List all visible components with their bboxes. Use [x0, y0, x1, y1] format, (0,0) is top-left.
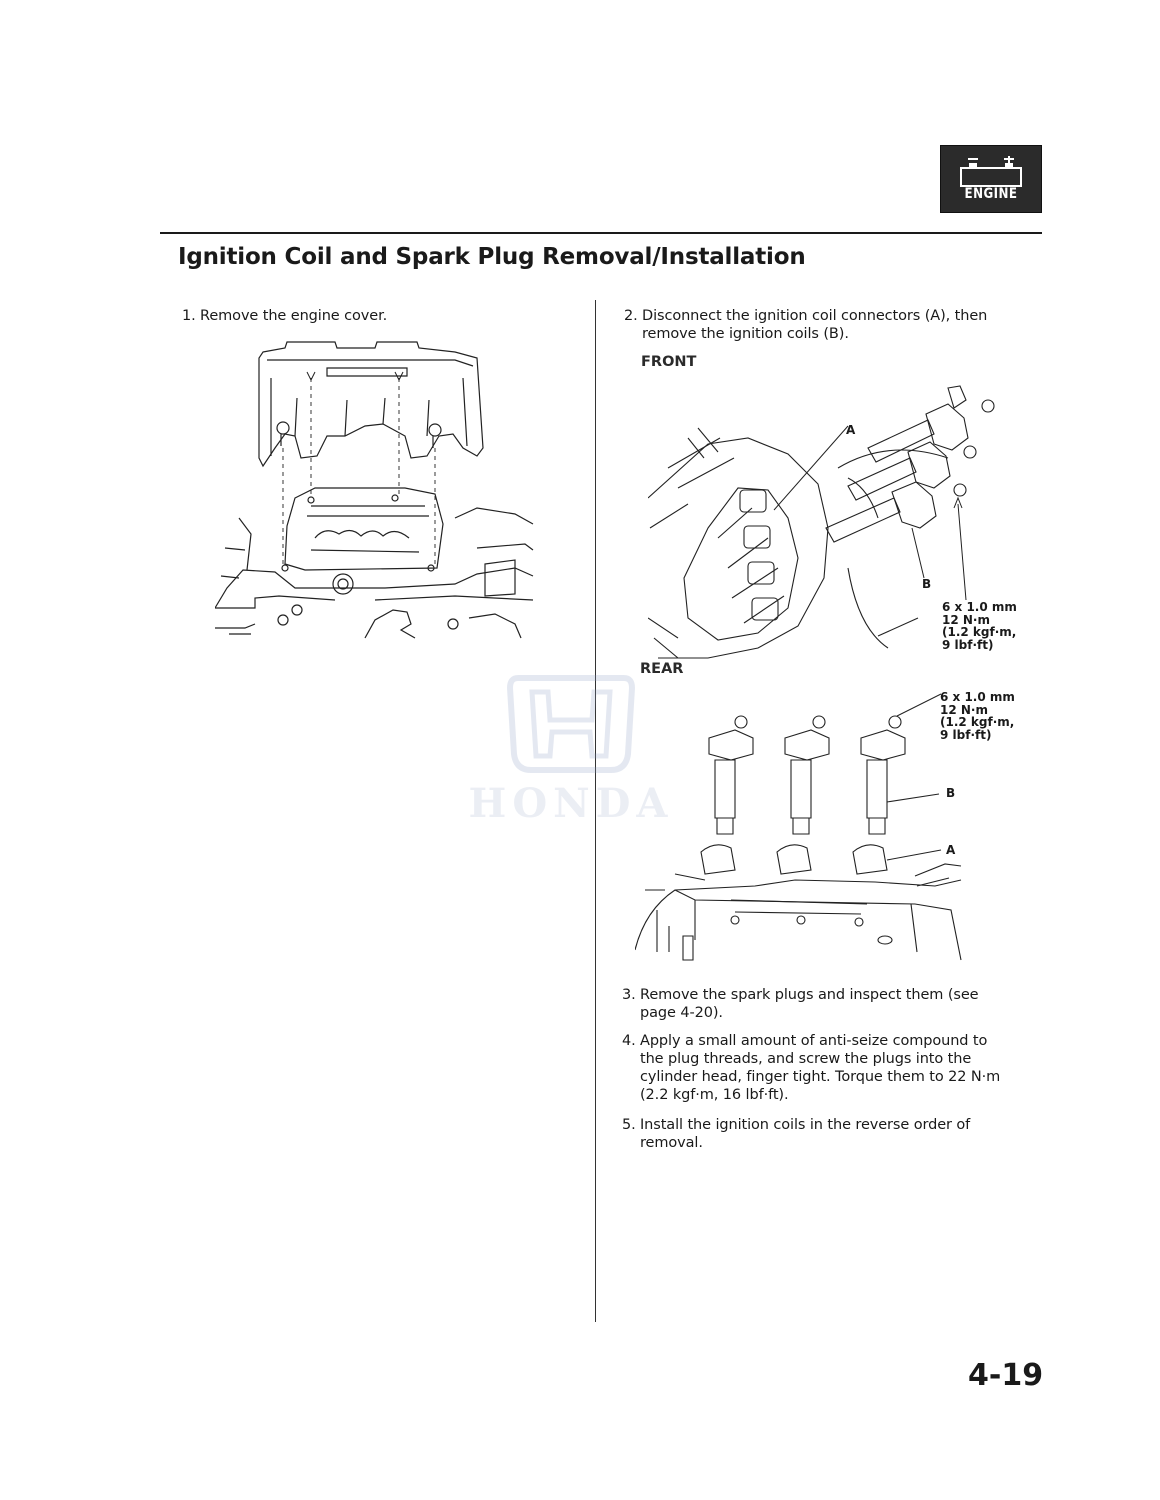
rear-callout-b: B: [946, 786, 956, 800]
step-number: 2.: [624, 308, 638, 324]
watermark-text: HONDA: [468, 780, 674, 827]
step-text: Remove the spark plugs and inspect them …: [640, 987, 979, 1021]
step-text: Install the ignition coils in the revers…: [640, 1117, 971, 1151]
step-number: 3.: [622, 987, 636, 1003]
spec-torque-nm: 12 N·m: [942, 612, 990, 627]
spec-thread: 6 x 1.0 mm: [940, 690, 1015, 704]
column-divider: [595, 300, 596, 1322]
front-torque-spec: 6 x 1.0 mm 12 N·m (1.2 kgf·m, 9 lbf·ft): [942, 601, 1017, 651]
header-rule: [160, 232, 1042, 234]
honda-logo-icon: [506, 675, 636, 773]
rear-torque-spec: 6 x 1.0 mm 12 N·m (1.2 kgf·m, 9 lbf·ft): [940, 691, 1015, 741]
step-4: 4. Apply a small amount of anti-seize co…: [622, 1032, 1014, 1104]
honda-watermark: HONDA: [456, 670, 686, 827]
step-text: Remove the engine cover.: [200, 308, 388, 324]
step-text: Disconnect the ignition coil connectors …: [642, 308, 988, 342]
spec-thread: 6 x 1.0 mm: [942, 600, 1017, 614]
spec-torque-kgfm: (1.2 kgf·m,: [940, 715, 1015, 729]
rear-ignition-coil-illustration: [635, 690, 965, 975]
front-view-label: FRONT: [641, 354, 697, 370]
step-5: 5. Install the ignition coils in the rev…: [622, 1116, 1014, 1152]
battery-icon: [960, 156, 1022, 187]
front-callout-a: A: [846, 423, 856, 437]
page-number: 4-19: [968, 1358, 1044, 1393]
step-number: 1.: [182, 308, 196, 324]
rear-callout-a: A: [946, 843, 956, 857]
badge-label: ENGINE: [964, 186, 1018, 202]
front-ignition-coil-illustration: [648, 378, 1018, 668]
page-title: Ignition Coil and Spark Plug Removal/Ins…: [178, 244, 806, 270]
step-number: 4.: [622, 1033, 636, 1049]
engine-cover-illustration: [215, 338, 535, 643]
step-3: 3. Remove the spark plugs and inspect th…: [622, 986, 1014, 1022]
step-1: 1. Remove the engine cover.: [182, 307, 562, 325]
engine-section-badge: ENGINE: [940, 145, 1042, 213]
front-callout-b: B: [922, 577, 932, 591]
spec-torque-nm: 12 N·m: [940, 702, 988, 717]
step-2: 2. Disconnect the ignition coil connecto…: [624, 307, 1004, 343]
step-text: Apply a small amount of anti-seize compo…: [640, 1033, 1001, 1103]
rear-view-label: REAR: [640, 661, 684, 677]
spec-torque-kgfm: (1.2 kgf·m,: [942, 625, 1017, 639]
step-number: 5.: [622, 1117, 636, 1133]
spec-torque-lbfft: 9 lbf·ft): [942, 637, 994, 652]
spec-torque-lbfft: 9 lbf·ft): [940, 727, 992, 742]
